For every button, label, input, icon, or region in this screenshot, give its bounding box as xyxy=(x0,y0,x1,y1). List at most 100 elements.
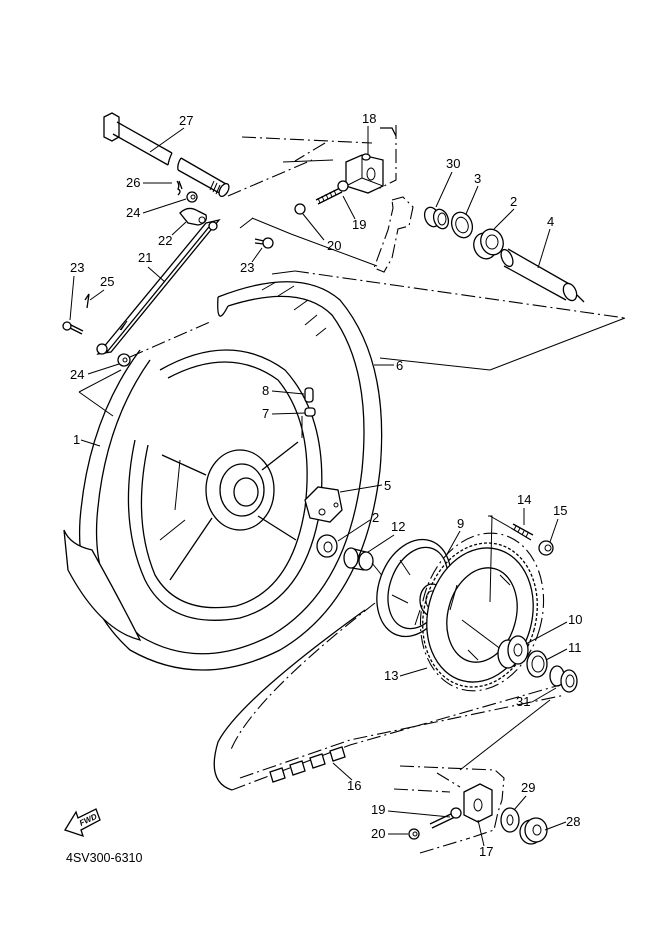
leader-line xyxy=(89,289,105,301)
callout-spacer: 4 xyxy=(537,214,554,269)
callout-chain-puller-left: 18 xyxy=(362,111,376,154)
forward-arrow-icon: FWD xyxy=(64,808,101,838)
leader-line xyxy=(332,762,353,781)
drive-chain-16 xyxy=(213,602,566,791)
callout-number: 21 xyxy=(138,250,152,265)
callout-number: 1 xyxy=(73,432,80,447)
callout-number: 3 xyxy=(474,171,481,186)
callout-collar: 12 xyxy=(367,519,405,553)
axle-guide-left xyxy=(129,321,211,358)
leader-line xyxy=(337,519,371,542)
oil-seal-3 xyxy=(450,211,474,239)
callout-bearing: 2 xyxy=(337,510,379,542)
callout-cotter-pin: 26 xyxy=(126,175,172,190)
leader-line xyxy=(367,534,395,553)
callout-number: 25 xyxy=(100,274,114,289)
leader-line xyxy=(435,171,453,208)
bearing-10 xyxy=(497,635,529,669)
callout-number: 22 xyxy=(158,233,172,248)
callout-oil-seal: 3 xyxy=(465,171,481,215)
callout-number: 14 xyxy=(517,492,531,507)
adjusting-bolt-top xyxy=(315,180,349,205)
callout-number: 17 xyxy=(479,844,493,859)
callout-damper: 5 xyxy=(339,478,391,493)
frame-guides xyxy=(271,270,626,371)
callout-number: 2 xyxy=(510,194,517,209)
callout-number: 18 xyxy=(362,111,376,126)
callout-cotter-pin: 25 xyxy=(89,274,114,301)
collar-30 xyxy=(423,206,450,230)
adjusting-bolt-19-bottom xyxy=(429,807,462,829)
callout-number: 19 xyxy=(352,217,366,232)
callout-number: 24 xyxy=(70,367,84,382)
leader-line xyxy=(271,412,306,415)
callout-number: 4 xyxy=(547,214,554,229)
callout-bearing: 10 xyxy=(525,612,582,645)
leader-line xyxy=(147,266,166,283)
leader-line xyxy=(477,819,485,847)
leader-line xyxy=(87,363,120,375)
diagram-code: 4SV300-6310 xyxy=(66,851,143,865)
cotter-pin-26 xyxy=(176,180,183,196)
callout-oil-seal: 11 xyxy=(545,640,582,661)
callout-number: 29 xyxy=(521,780,535,795)
leader-line xyxy=(537,228,551,269)
callout-number: 20 xyxy=(371,826,385,841)
axle-nut-28 xyxy=(519,817,548,845)
callout-valve: 7 xyxy=(262,406,306,421)
callout-number: 16 xyxy=(347,778,361,793)
cast-wheel-1 xyxy=(127,349,323,621)
callout-clutch-hub: 9 xyxy=(445,516,464,557)
leader-line xyxy=(399,667,428,677)
callout-nut: 24 xyxy=(126,198,187,220)
callout-adjusting-bolt: 19 xyxy=(342,195,366,232)
callout-washer: 29 xyxy=(513,780,535,811)
callout-collar: 31 xyxy=(516,687,557,709)
callout-stud-bolt: 14 xyxy=(517,492,531,525)
callout-number: 15 xyxy=(553,503,567,518)
callout-number: 19 xyxy=(371,802,385,817)
tension-bar-21 xyxy=(96,218,221,355)
callout-number: 11 xyxy=(568,640,582,655)
leader-line xyxy=(545,648,568,661)
callout-number: 9 xyxy=(457,516,464,531)
callout-rear-axle: 27 xyxy=(149,113,193,153)
callout-chain-puller-right: 17 xyxy=(477,819,493,859)
leader-line xyxy=(339,484,383,493)
oil-seal-11 xyxy=(526,650,548,678)
callout-number: 12 xyxy=(391,519,405,534)
stud-bolt-14 xyxy=(488,515,534,603)
callout-nut: 20 xyxy=(371,826,408,841)
callout-sprocket: 13 xyxy=(384,667,428,683)
callout-bolt: 23 xyxy=(69,260,84,321)
callout-number: 6 xyxy=(396,358,403,373)
collar-31 xyxy=(549,665,578,693)
callout-valve-cap: 8 xyxy=(262,383,305,398)
valve-7 xyxy=(301,407,316,438)
bolt-23-left xyxy=(62,321,84,335)
leader-line xyxy=(69,275,75,321)
leader-line xyxy=(302,213,325,241)
leader-line xyxy=(445,530,461,557)
nut-15 xyxy=(538,540,554,556)
callout-number: 23 xyxy=(70,260,84,275)
chain-puller-17 xyxy=(463,783,493,823)
right-puller-guides xyxy=(393,699,551,854)
nut-20-bottom xyxy=(408,828,420,840)
rear-axle xyxy=(103,112,230,198)
callout-number: 2 xyxy=(372,510,379,525)
callout-tension-bar: 21 xyxy=(138,250,166,283)
callout-number: 5 xyxy=(384,478,391,493)
leader-line xyxy=(513,795,527,811)
callout-number: 26 xyxy=(126,175,140,190)
leader-line xyxy=(142,198,187,214)
swingarm-guides xyxy=(239,196,414,273)
leader-line xyxy=(342,195,356,220)
callout-bolt: 23 xyxy=(240,247,263,275)
nut-top xyxy=(294,203,306,215)
bolt-23-right xyxy=(254,237,274,249)
leader-line xyxy=(80,439,101,447)
callout-collar: 30 xyxy=(435,156,460,208)
callout-number: 10 xyxy=(568,612,582,627)
